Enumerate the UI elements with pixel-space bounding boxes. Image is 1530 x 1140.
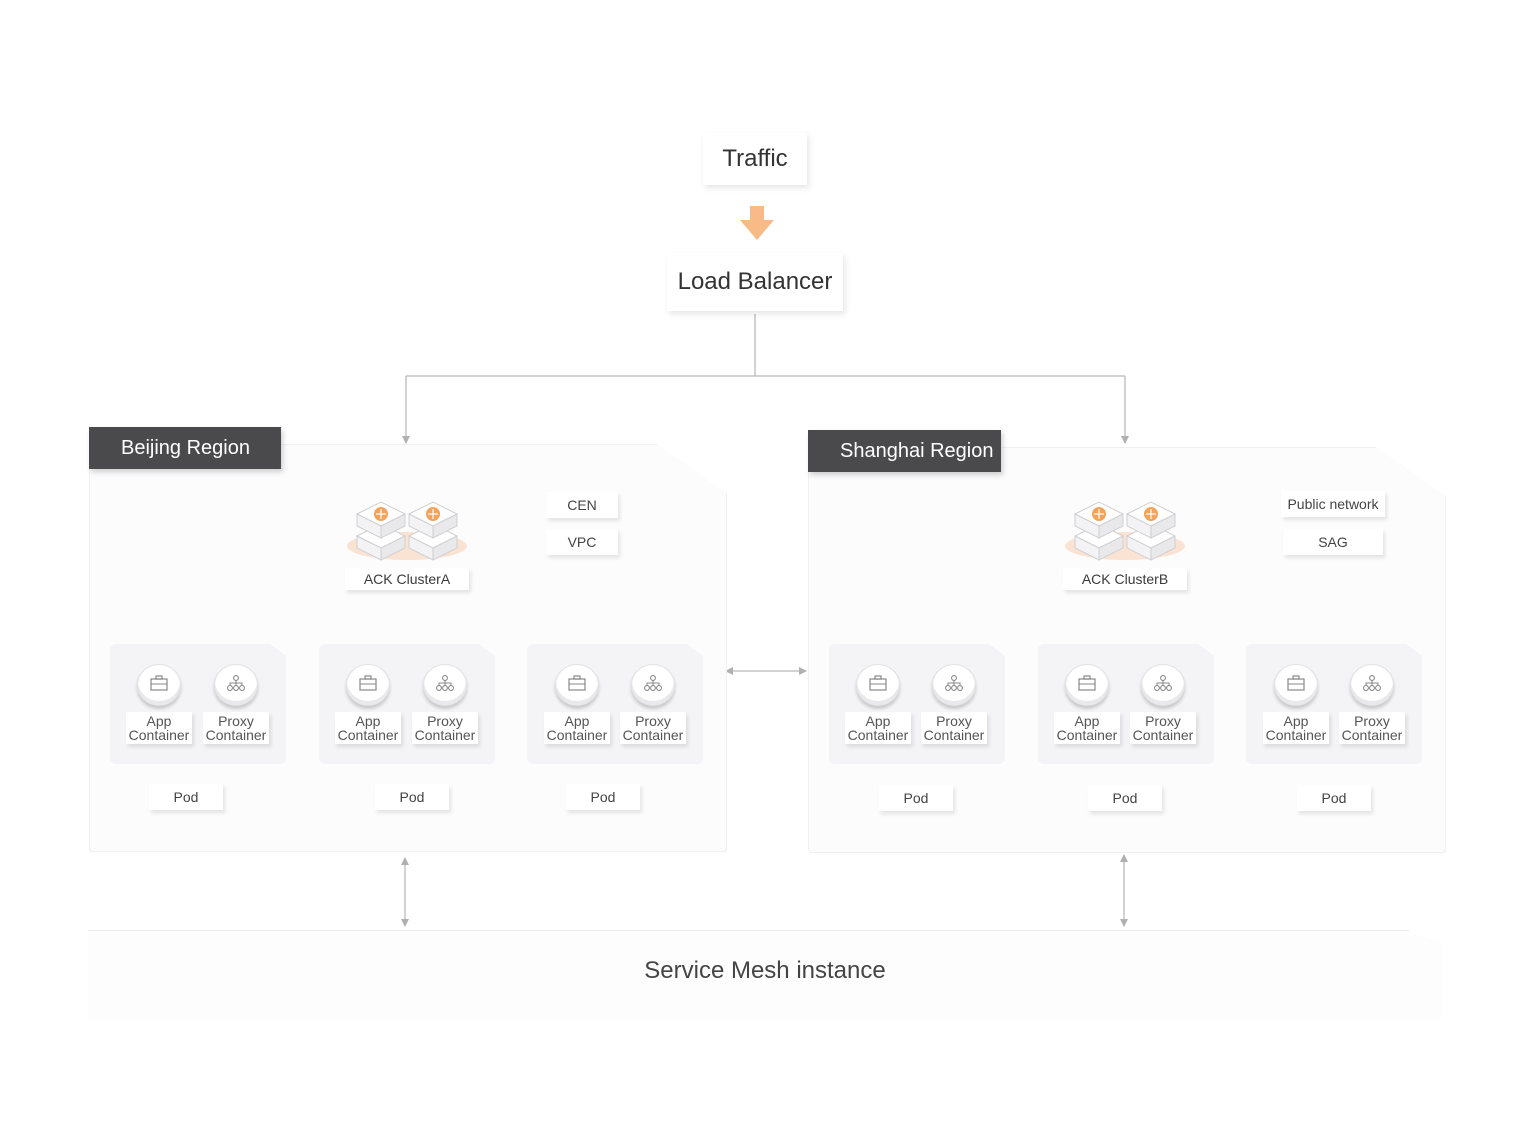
service-mesh-label: Service Mesh instance <box>644 957 886 984</box>
cluster-icon <box>1065 501 1185 561</box>
traffic-node: Traffic <box>703 133 807 185</box>
shanghai-region-label: Shanghai Region <box>808 430 1001 472</box>
tag-label: CEN <box>567 497 597 513</box>
load-balancer-label: Load Balancer <box>677 268 833 295</box>
proxy-network-icon <box>631 664 675 706</box>
traffic-label: Traffic <box>722 145 788 172</box>
tag-vpc: VPC <box>546 529 618 555</box>
tag-label: SAG <box>1318 534 1348 550</box>
app-container-icon <box>346 664 390 706</box>
service-mesh-panel: Service Mesh instance <box>88 930 1442 1021</box>
cluster-icon <box>347 501 467 561</box>
proxy-network-icon <box>932 664 976 706</box>
ack-cluster-b: ACK ClusterB <box>1063 498 1187 590</box>
app-container-icon <box>137 664 181 706</box>
pod-label: Pod <box>1297 785 1371 811</box>
cluster-name: ACK ClusterA <box>345 568 469 590</box>
app-container-icon <box>1274 664 1318 706</box>
tag-label: VPC <box>567 534 597 550</box>
cluster-name: ACK ClusterB <box>1063 568 1187 590</box>
load-balancer-node: Load Balancer <box>667 253 843 311</box>
region-name: Beijing Region <box>121 437 250 459</box>
beijing-region-label: Beijing Region <box>89 427 281 469</box>
pod-label: Pod <box>1088 785 1162 811</box>
app-container-icon <box>1065 664 1109 706</box>
tag-cen: CEN <box>546 492 618 518</box>
pod-label: Pod <box>566 784 640 810</box>
pod-label: Pod <box>375 784 449 810</box>
region-name: Shanghai Region <box>840 440 994 462</box>
proxy-network-icon <box>1350 664 1394 706</box>
ack-cluster-a: ACK ClusterA <box>345 498 469 590</box>
pod-label: Pod <box>879 785 953 811</box>
pod-label: Pod <box>149 784 223 810</box>
proxy-network-icon <box>214 664 258 706</box>
proxy-network-icon <box>1141 664 1185 706</box>
proxy-network-icon <box>423 664 467 706</box>
tag-public-network: Public network <box>1281 491 1385 517</box>
app-container-icon <box>856 664 900 706</box>
app-container-icon <box>555 664 599 706</box>
tag-label: Public network <box>1287 496 1379 512</box>
down-arrow-icon <box>740 206 774 240</box>
tag-sag: SAG <box>1283 529 1383 555</box>
